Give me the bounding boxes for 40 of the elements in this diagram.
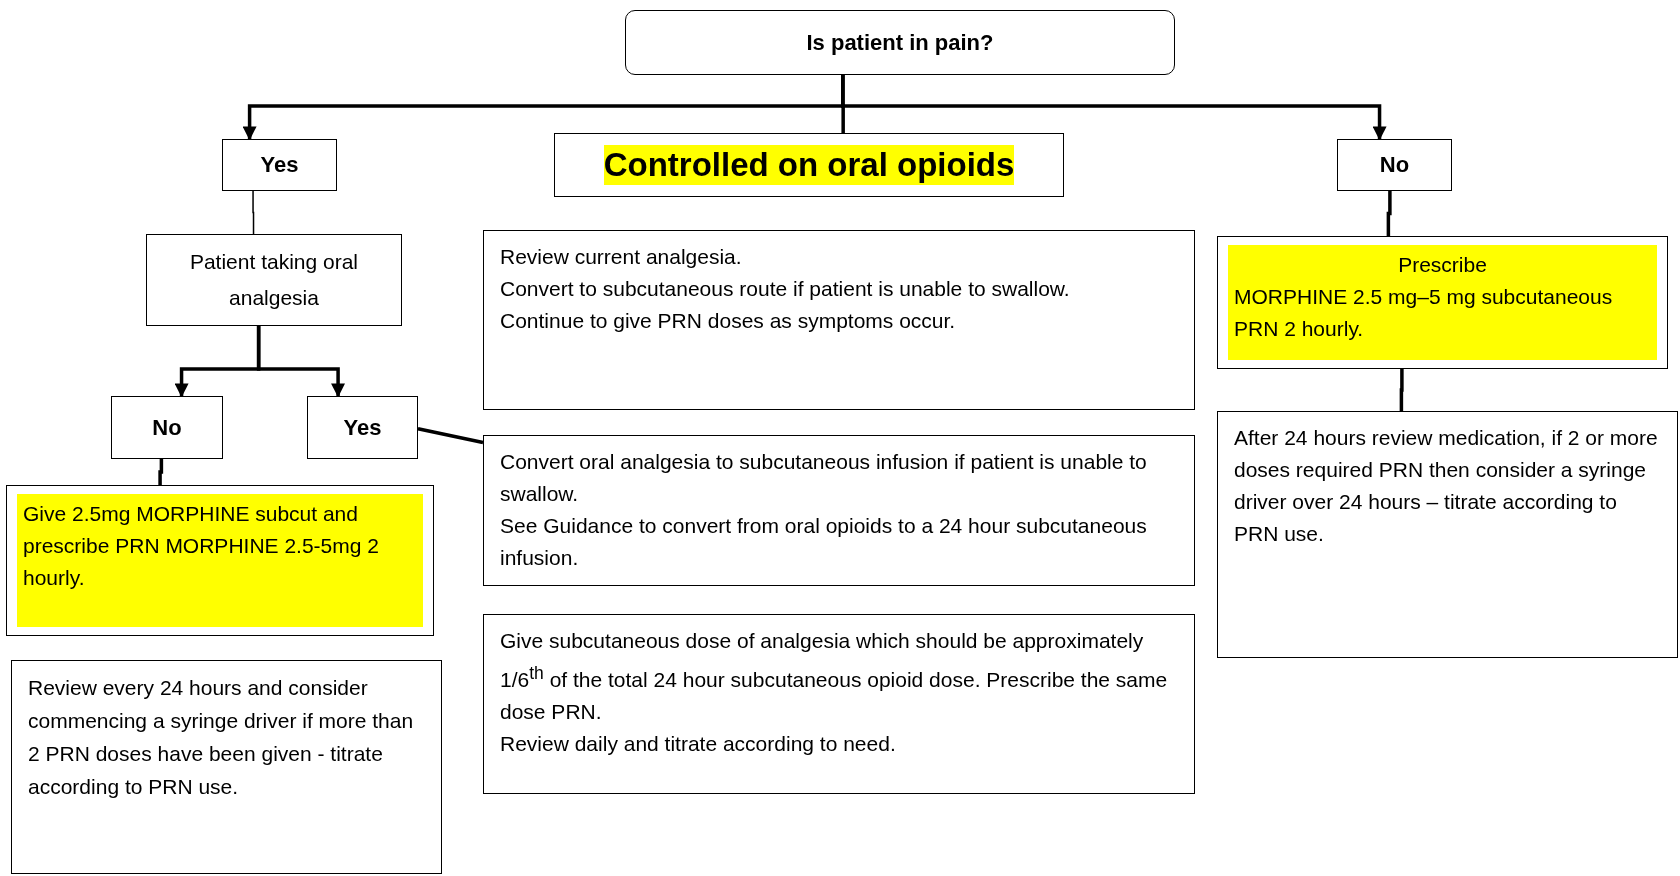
node-text: Yes: [343, 413, 382, 442]
instruction-box: [6, 485, 434, 636]
connector-line: [158, 459, 164, 485]
node-text: No: [1379, 151, 1410, 179]
answer-box: [307, 396, 418, 459]
node-text: See Guidance to convert from oral opioids to a 24 hour subcutaneous infusion.: [500, 513, 1148, 571]
connector-line: [1399, 369, 1404, 411]
node-text: After 24 hours review medication, if 2 or more doses required PRN then consider a syringe driver over 24 hours – titrate according to PRN use.: [1234, 425, 1659, 547]
question-box: [146, 234, 402, 326]
answer-box: [1337, 139, 1452, 191]
connector-line: [417, 427, 484, 445]
question-box: [625, 10, 1175, 75]
instruction-box: [483, 230, 1195, 410]
node-text: Review current analgesia.: [500, 244, 743, 270]
node-text: Convert to subcutaneous route if patient is unable to swallow.: [500, 276, 1071, 302]
answer-box: [222, 139, 337, 191]
node-text: Give 2.5mg MORPHINE subcut and prescribe PRN MORPHINE 2.5-5mg 2 hourly.: [23, 501, 380, 591]
node-text: MORPHINE 2.5 mg–5 mg subcutaneous PRN 2 hourly.: [1234, 284, 1614, 342]
instruction-box: [483, 435, 1195, 586]
node-text: Prescribe: [1397, 252, 1488, 278]
arrow: [256, 326, 346, 398]
connector-line: [1386, 191, 1392, 236]
node-text: Give subcutaneous dose of analgesia which should be approximately 1/6$^{th}$ of the total 24 hour subcutaneous opioid dose. Prescribe the same dose PRN.: [500, 628, 1169, 725]
instruction-box: [1217, 411, 1678, 658]
node-text: Review daily and titrate according to need.: [500, 731, 897, 757]
heading-box: [554, 133, 1064, 197]
instruction-box: [1217, 236, 1668, 369]
node-text: Continue to give PRN doses as symptoms occur.: [500, 308, 957, 334]
connector-line: [252, 190, 255, 235]
node-text: Controlled on oral opioids: [603, 145, 1015, 185]
arrow: [841, 75, 1387, 141]
node-text: Convert oral analgesia to subcutaneous infusion if patient is unable to swallow.: [500, 449, 1148, 507]
node-text: Yes: [260, 151, 299, 179]
node-text: Is patient in pain?: [806, 28, 994, 57]
node-text: No: [152, 413, 182, 442]
node-text: Review every 24 hours and consider commencing a syringe driver if more than 2 PRN doses have been given - titrate according to PRN use.: [28, 675, 415, 800]
answer-box: [111, 396, 223, 459]
instruction-box: [11, 660, 442, 874]
node-text: Patient taking oral analgesia: [188, 249, 360, 311]
instruction-box: [483, 614, 1195, 794]
